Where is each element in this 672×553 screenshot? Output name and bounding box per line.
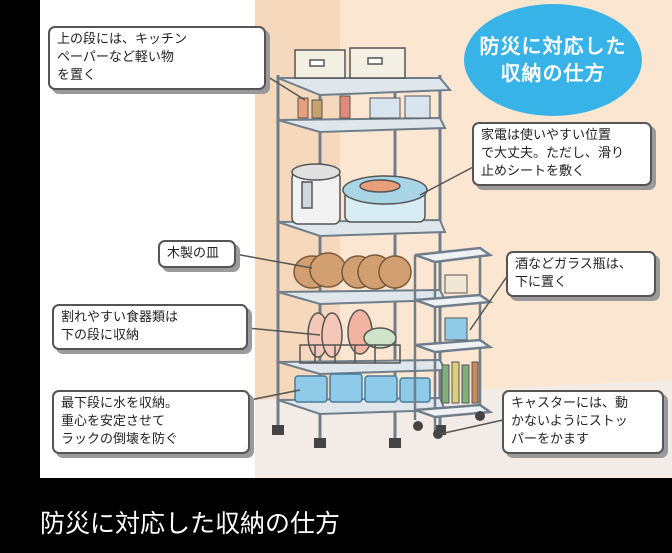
callout-fragile-dishes: 割れやすい食器類は 下の段に収納: [52, 304, 248, 350]
wagon-casters: [413, 411, 485, 439]
callout-appliances: 家電は使いやすい位置 で大丈夫。ただし、滑り 止めシートを敷く: [472, 122, 652, 186]
fragile-dishes: [299, 309, 401, 364]
callout-wooden-plates: 木製の皿: [158, 240, 236, 268]
wagon-items: [441, 274, 479, 404]
title-badge-line-2: 収納の仕方: [500, 61, 606, 85]
callout-glass-bottles: 酒などガラス瓶は、 下に置く: [506, 251, 656, 297]
rice-cooker: [342, 175, 428, 223]
illustration-panel: 防災に対応した 収納の仕方 上の段には、キッチン ペーパーなど軽い物 を置く 家…: [40, 0, 672, 478]
rack-illustration: [234, 0, 672, 478]
slim-wagon: [413, 246, 494, 430]
electric-pot: [291, 163, 341, 225]
water-bottles: [294, 373, 431, 403]
wooden-plates: [293, 252, 412, 290]
callout-water: 最下段に水を収納。 重心を安定させて ラックの倒壊を防ぐ: [52, 390, 250, 454]
callout-pointers: [234, 74, 509, 435]
title-badge: 防災に対応した 収納の仕方: [464, 4, 642, 116]
spice-jars: [297, 95, 431, 119]
image-caption: 防災に対応した収納の仕方: [40, 509, 341, 538]
storage-boxes: [294, 47, 406, 79]
callout-casters: キャスターには、動 かないようにストッ パーをかます: [502, 390, 664, 454]
title-badge-line-1: 防災に対応した: [479, 34, 627, 58]
callout-top-shelf: 上の段には、キッチン ペーパーなど軽い物 を置く: [48, 26, 266, 90]
